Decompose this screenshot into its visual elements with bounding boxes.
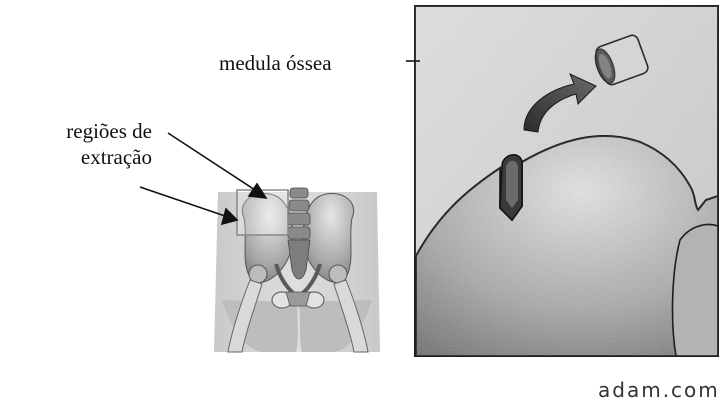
spine <box>288 188 310 239</box>
inset-panel <box>415 6 718 356</box>
bone-marrow-label: medula óssea <box>219 50 332 76</box>
extraction-regions-line-1: regiões de <box>14 118 152 144</box>
credit-text: adam.com <box>598 378 720 402</box>
extraction-regions-label: regiões de extração <box>14 118 152 170</box>
extraction-regions-line-2: extração <box>14 144 152 170</box>
pelvis-figure <box>214 188 380 352</box>
